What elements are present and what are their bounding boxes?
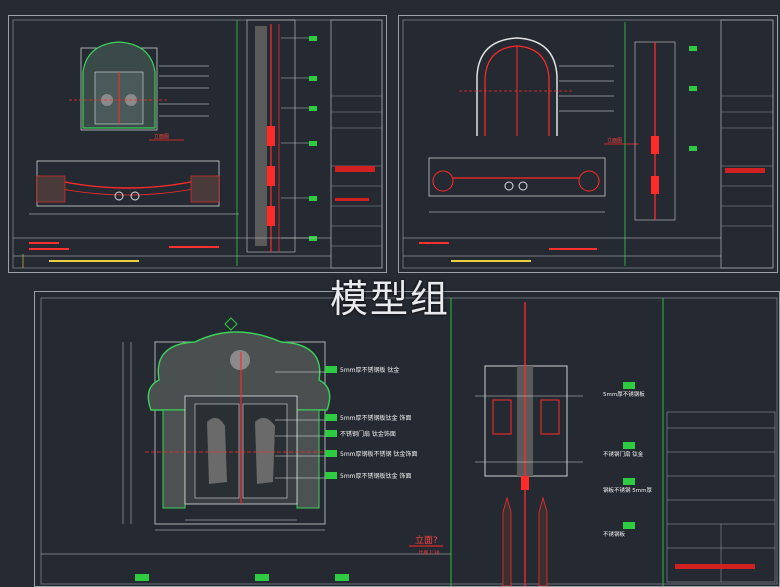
sheet-b-plan: [428, 157, 606, 213]
sheet-a-drawing: 立面图: [12, 19, 383, 269]
sheet-c-title: 立面?: [415, 534, 438, 546]
sheet-b-drawing: 立面图: [402, 19, 774, 269]
note-3: 不锈钢门扇 钛金饰面: [340, 430, 396, 438]
note-5: 5mm厚不锈钢板钛金 饰面: [340, 472, 411, 480]
sheet-b-legend: [403, 237, 721, 262]
sheet-a-elevation: 立面图: [69, 41, 209, 141]
sheet-b-title: 立面图: [607, 137, 622, 144]
watermark-text: 模型组: [329, 277, 450, 321]
right-note-3: 钢板不锈钢 5mm厚: [603, 486, 652, 494]
note-2: 5mm厚不锈钢板钛金 饰面: [340, 414, 411, 422]
right-note-2: 不锈钢门扇 钛金: [603, 450, 644, 458]
sheet-c-elevation: 立面? 比例 1:30: [122, 317, 443, 556]
drawing-sheet-b: 立面图: [398, 15, 778, 273]
right-note-1: 5mm厚不锈钢板: [603, 390, 645, 398]
sheet-b-elevation: 立面图: [459, 37, 639, 145]
sheet-a-plan: [29, 160, 239, 215]
sheet-c-title-block: [666, 411, 776, 583]
sheet-c-scale: 比例 1:30: [419, 549, 440, 556]
right-note-4: 不锈钢板: [603, 530, 626, 538]
sheet-c-drawing: 立面? 比例 1:30 5mm厚不锈钢板 钛金 5mm厚不锈钢板钛金 饰面 不锈…: [40, 297, 778, 586]
drawing-sheet-c: 立面? 比例 1:30 5mm厚不锈钢板 钛金 5mm厚不锈钢板钛金 饰面 不锈…: [34, 291, 780, 587]
sheet-a-section: [236, 19, 317, 266]
sheet-a-legend: [13, 237, 331, 268]
sheet-b-section: [624, 22, 697, 266]
drawing-sheet-a: 立面图: [8, 15, 387, 273]
sheet-a-title: 立面图: [154, 133, 169, 140]
note-4: 5mm厚钢板不锈钢 钛金饰面: [340, 450, 417, 458]
note-1: 5mm厚不锈钢板 钛金: [340, 366, 399, 374]
sheet-c-section: [475, 302, 583, 586]
